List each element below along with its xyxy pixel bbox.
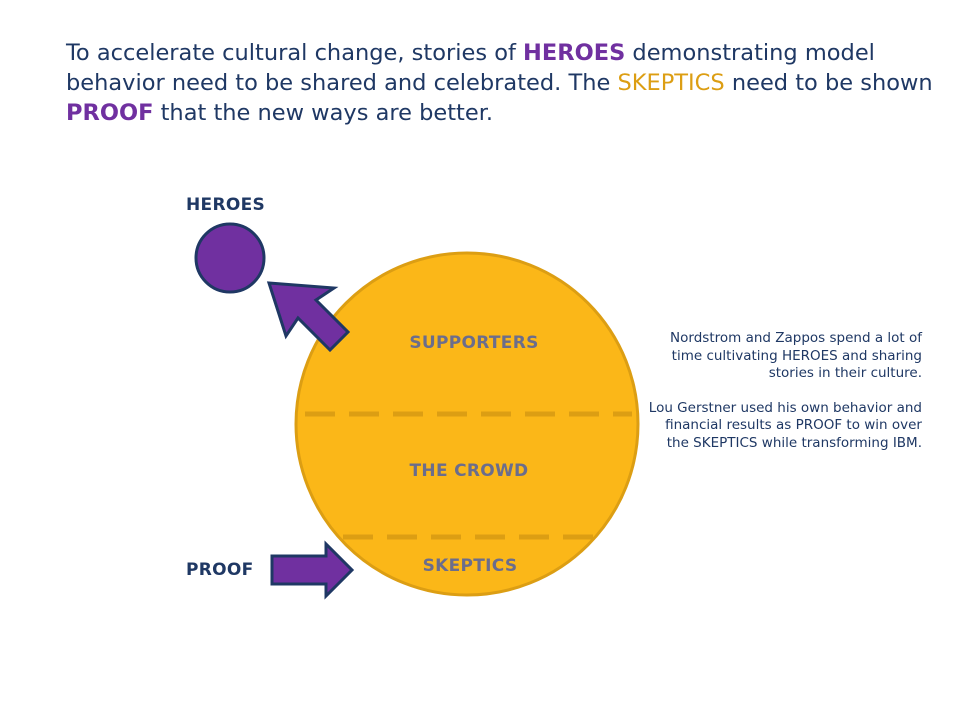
headline-text-4: that the new ways are better.	[153, 100, 494, 126]
crowd-circle	[294, 251, 640, 597]
heroes-label: HEROES	[186, 195, 266, 215]
headline-text-1: To accelerate cultural change, stories o…	[66, 40, 524, 66]
note-paragraph-nordstrom: Nordstrom and Zappos spend a lot of time…	[670, 330, 922, 381]
headline: To accelerate cultural change, stories o…	[66, 38, 936, 128]
headline-proof: PROOF	[66, 100, 154, 126]
headline-skeptics: SKEPTICS	[617, 70, 725, 96]
headline-text-2: demonstrating model behavior need to be …	[66, 40, 875, 96]
side-note: Nordstrom and Zappos spend a lot of time…	[640, 330, 922, 469]
headline-heroes: HEROES	[523, 40, 626, 66]
proof-label: PROOF	[186, 560, 254, 580]
proof-arrow-icon	[270, 540, 355, 600]
headline-text-3: need to be shown	[724, 70, 933, 96]
hero-circle	[194, 222, 266, 294]
heroes-arrow-icon	[266, 281, 351, 353]
crowd-label: THE CROWD	[410, 461, 529, 481]
note-paragraph-gerstner: Lou Gerstner used his own behavior and f…	[648, 399, 922, 451]
skeptics-label: SKEPTICS	[423, 556, 518, 576]
supporters-label: SUPPORTERS	[409, 333, 538, 353]
